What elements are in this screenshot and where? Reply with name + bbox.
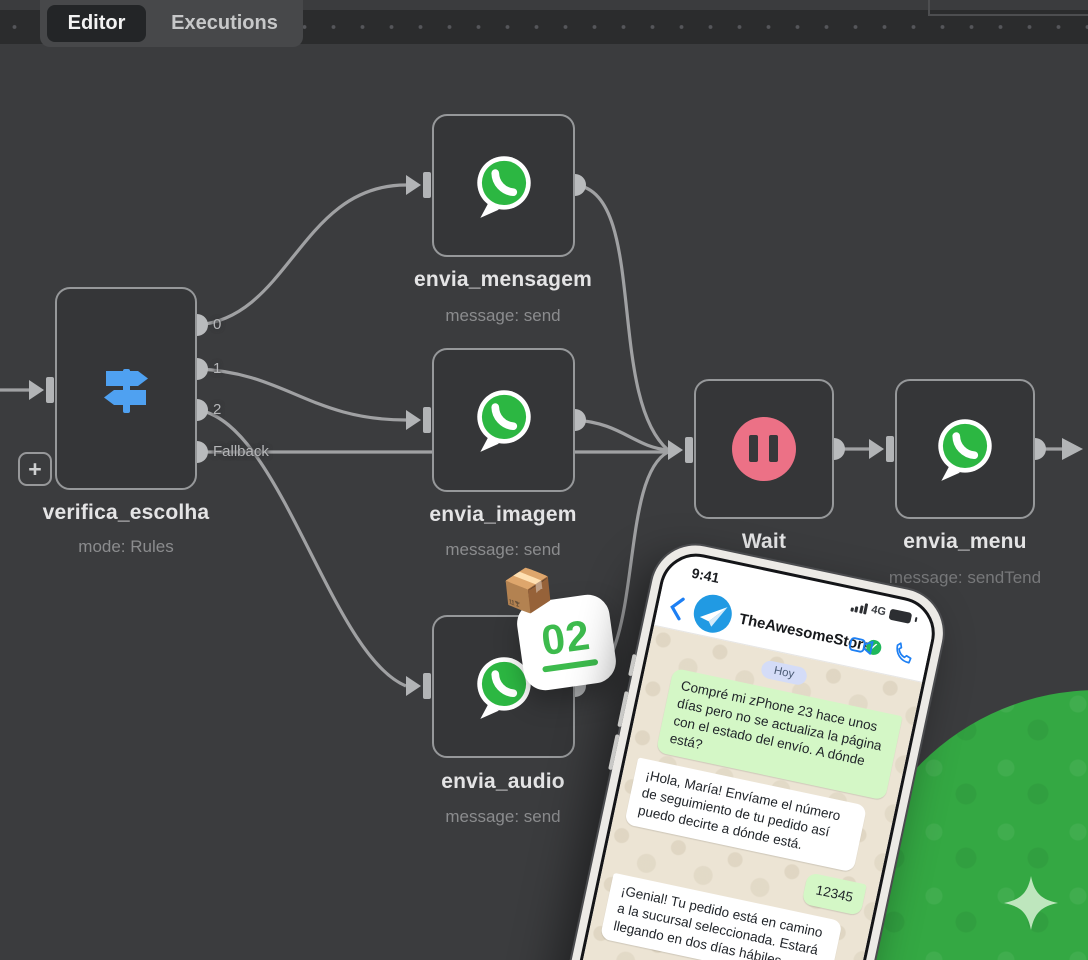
node-subtitle-envia-menu: message: sendTend	[888, 568, 1042, 587]
whatsapp-icon	[476, 656, 531, 719]
sparkle-icon	[1004, 876, 1058, 930]
node-wait[interactable]	[694, 379, 834, 519]
pause-icon	[732, 417, 796, 481]
whatsapp-icon	[476, 390, 531, 452]
battery-icon	[888, 608, 913, 624]
input-connectors	[29, 172, 1083, 699]
status-time: 9:41	[690, 564, 721, 587]
connection-out1-imagem[interactable]	[196, 367, 407, 422]
node-verifica-escolha[interactable]	[55, 287, 197, 490]
node-label-wait: Wait	[741, 530, 787, 553]
paper-plane-icon	[699, 607, 728, 627]
node-subtitle-envia-mensagem: message: send	[445, 306, 561, 325]
port-label-2: 2	[213, 401, 222, 418]
counter-badge-value: 02	[538, 610, 594, 664]
port-label-1: 1	[213, 360, 222, 377]
node-envia-menu[interactable]	[895, 379, 1035, 519]
whatsapp-icon	[476, 155, 531, 218]
signal-bars-icon	[850, 600, 869, 615]
node-label-envia-audio: envia_audio	[441, 770, 565, 793]
node-envia-imagem[interactable]	[432, 348, 575, 492]
add-node-button[interactable]: +	[18, 452, 52, 486]
node-label-envia-mensagem: envia_mensagem	[414, 268, 592, 291]
package-emoji: 📦	[499, 563, 557, 618]
chat-message-out: 12345	[802, 871, 867, 916]
port-label-0: 0	[213, 316, 222, 333]
connection-mensagem-wait[interactable]	[574, 183, 670, 452]
video-call-icon	[848, 637, 874, 655]
whatsapp-icon	[938, 419, 992, 481]
node-subtitle-envia-imagem: message: send	[445, 540, 561, 559]
panel-corner-line-2	[928, 14, 1088, 16]
node-label-verifica-escolha: verifica_escolha	[42, 501, 210, 524]
tab-executions[interactable]: Executions	[171, 12, 278, 34]
network-type: 4G	[870, 603, 888, 619]
chat-date-pill: Hoy	[759, 659, 809, 687]
battery-tip	[914, 616, 918, 622]
connection-imagem-wait[interactable]	[574, 418, 669, 452]
phone-mockup: 9:41 4G	[526, 535, 954, 960]
node-subtitle-verifica-escolha: mode: Rules	[78, 537, 174, 556]
node-label-envia-imagem: envia_imagem	[429, 503, 577, 526]
connection-out0-mensagem[interactable]	[196, 183, 407, 327]
node-envia-mensagem[interactable]	[432, 114, 575, 257]
node-subtitle-envia-audio: message: send	[445, 807, 561, 826]
chat-header: TheAwesomeStore ✓	[654, 579, 932, 683]
view-tabbar: Editor Executions	[40, 0, 303, 47]
panel-corner-line	[928, 0, 930, 14]
connection-out2-audio[interactable]	[196, 408, 407, 688]
workflow-end-arrow	[1062, 438, 1083, 460]
back-chevron-icon	[670, 597, 685, 621]
tab-editor[interactable]: Editor	[47, 5, 146, 42]
contact-avatar	[690, 591, 736, 637]
voice-call-icon	[896, 642, 912, 664]
port-label-fallback: Fallback	[213, 443, 269, 460]
node-label-envia-menu: envia_menu	[903, 530, 1027, 553]
switch-icon	[104, 368, 148, 413]
phone-screen: 9:41 4G	[538, 546, 942, 960]
